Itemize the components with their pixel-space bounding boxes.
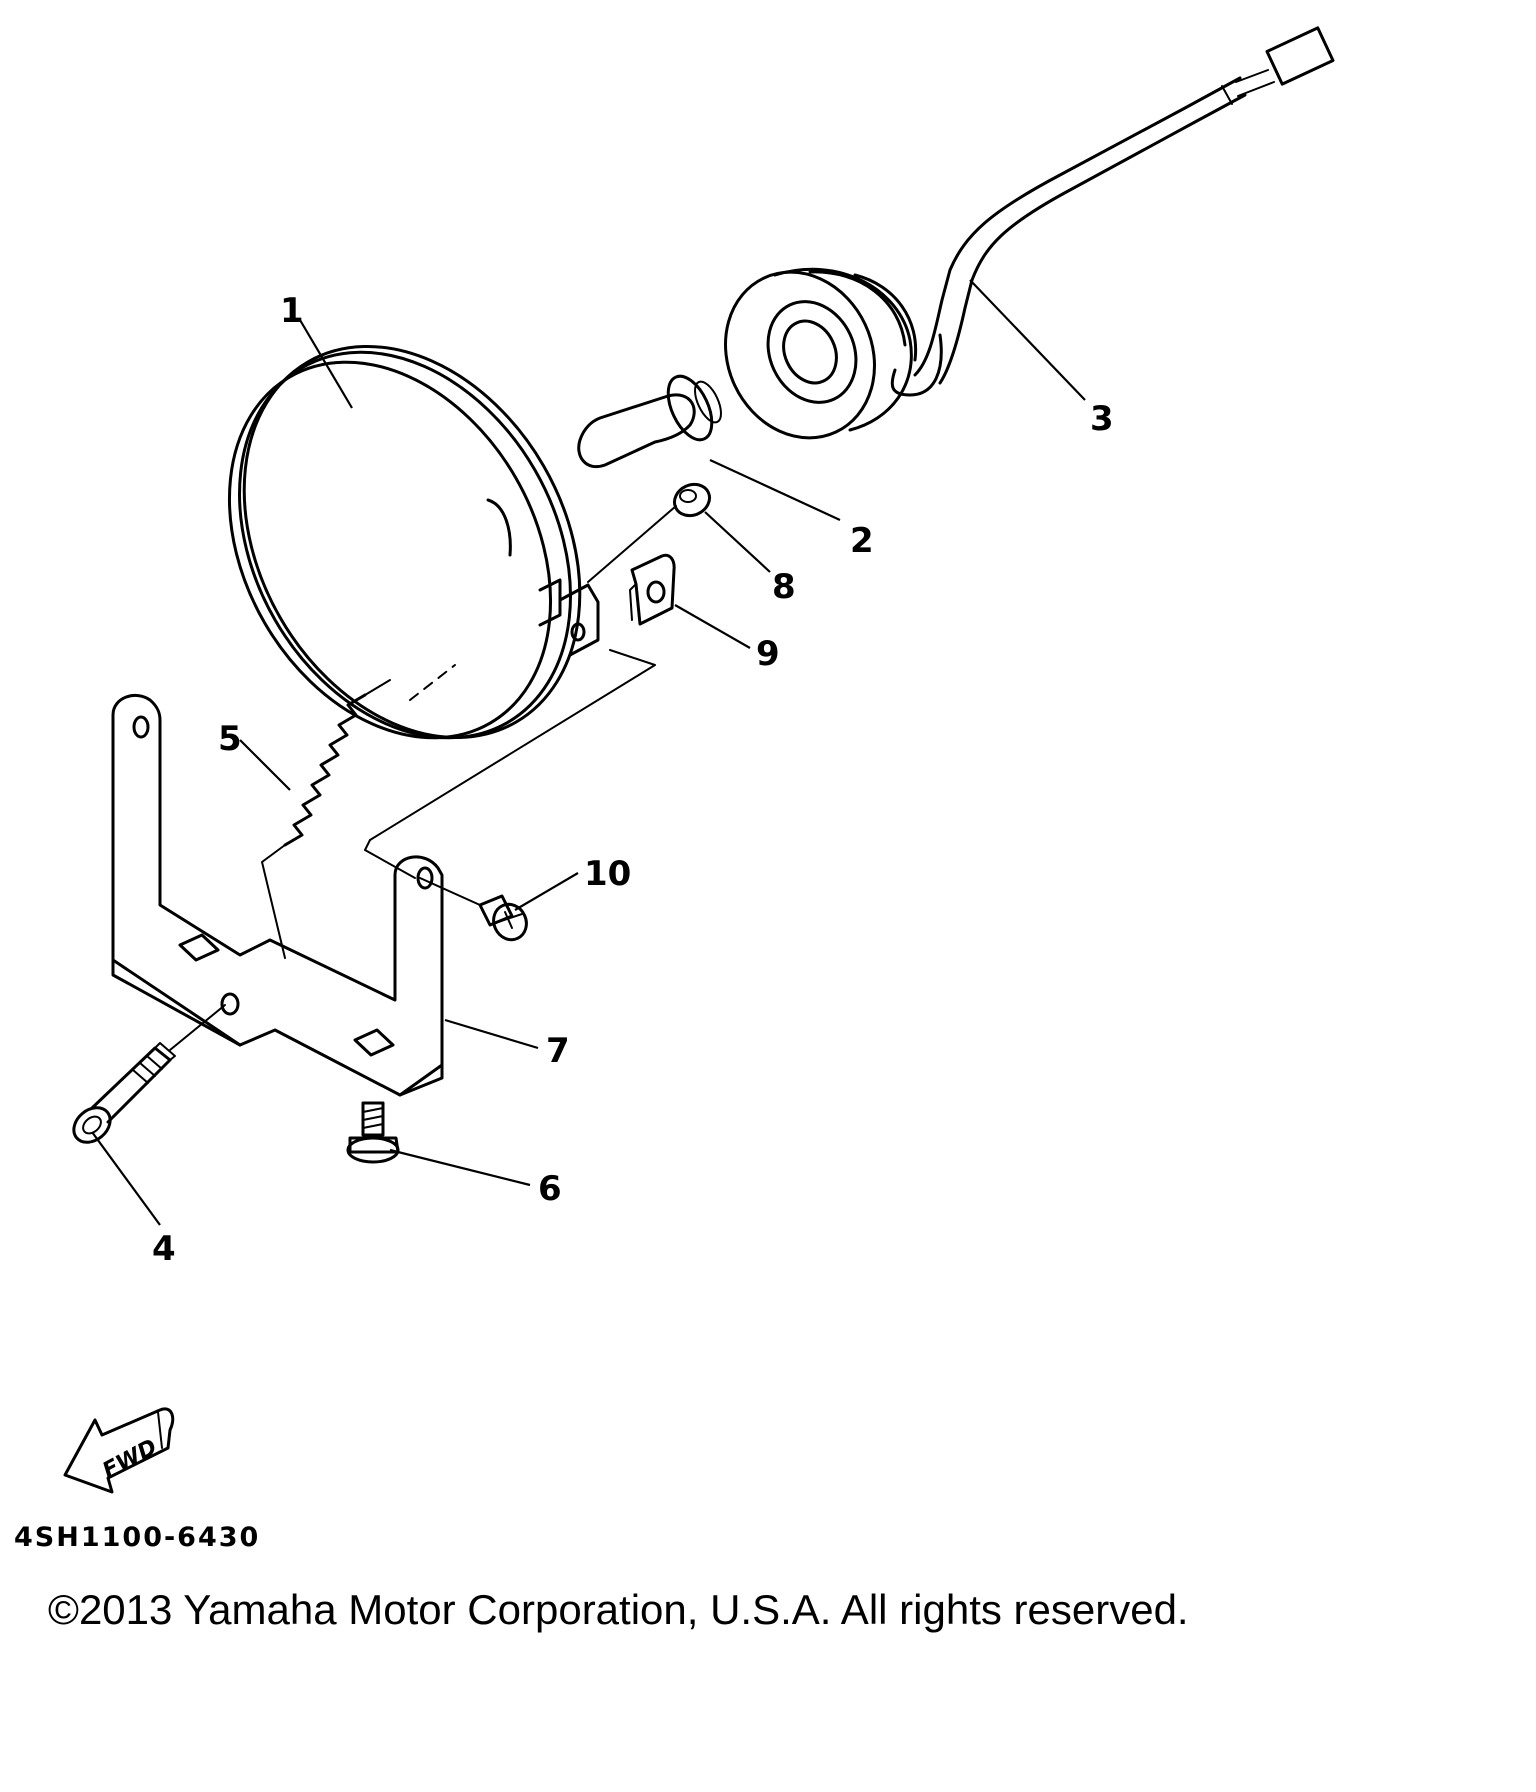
callout-2: 2	[850, 521, 874, 561]
copyright-notice: ©2013 Yamaha Motor Corporation, U.S.A. A…	[48, 1586, 1189, 1633]
part-clip[interactable]	[629, 553, 676, 626]
callout-3: 3	[1090, 399, 1114, 439]
callout-8: 8	[772, 567, 796, 607]
part-wire-harness[interactable]	[890, 26, 1335, 397]
part-nut[interactable]	[587, 479, 715, 583]
part-spring[interactable]	[261, 679, 391, 959]
callout-4: 4	[152, 1229, 176, 1269]
callout-10: 10	[584, 854, 631, 894]
part-flange-bolt[interactable]	[346, 1101, 400, 1164]
part-bulb[interactable]	[577, 370, 727, 469]
fwd-arrow-icon: FWD	[63, 1407, 175, 1494]
callout-7: 7	[546, 1031, 570, 1071]
part-headlight[interactable]	[164, 286, 647, 798]
diagram-code: 4SH1100-6430	[14, 1522, 261, 1553]
svg-text:FWD: FWD	[99, 1435, 162, 1484]
part-screw[interactable]	[419, 877, 532, 945]
part-mount-tab	[558, 583, 600, 657]
part-bolt[interactable]	[67, 1004, 226, 1149]
leader-lines	[91, 279, 1086, 1226]
part-bracket[interactable]	[111, 649, 656, 1097]
callout-5: 5	[218, 719, 242, 759]
callout-9: 9	[756, 634, 780, 674]
part-bulb-socket[interactable]	[699, 248, 918, 463]
callout-1: 1	[280, 291, 304, 331]
callout-6: 6	[538, 1169, 562, 1209]
